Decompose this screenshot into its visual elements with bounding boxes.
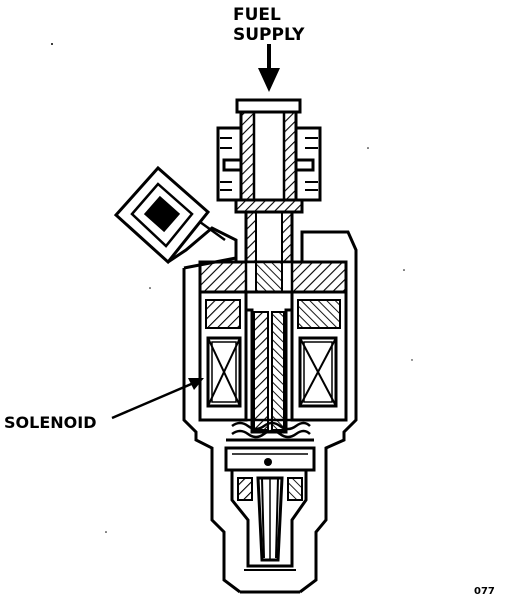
solenoid-coil-left [198,290,248,422]
scan-speckles [51,43,413,533]
figure-number: 077 [474,586,495,597]
return-spring [226,418,314,442]
electrical-connector [113,165,238,265]
solenoid-leader-line [111,378,204,420]
armature-core [244,290,294,434]
solenoid-coil-right [290,290,348,422]
inlet-o-ring-grooves [216,126,322,202]
injector-housing [182,230,358,594]
fuel-supply-arrow [258,44,280,92]
upper-body-collar [234,198,304,264]
fuel-label-line2: SUPPLY [233,25,305,45]
solenoid-top-plate [198,260,348,294]
nozzle-valve-body [224,446,316,568]
solenoid-label: SOLENOID [4,413,96,432]
fuel-label-line1: FUEL [233,5,281,25]
inlet-tube [235,98,302,202]
